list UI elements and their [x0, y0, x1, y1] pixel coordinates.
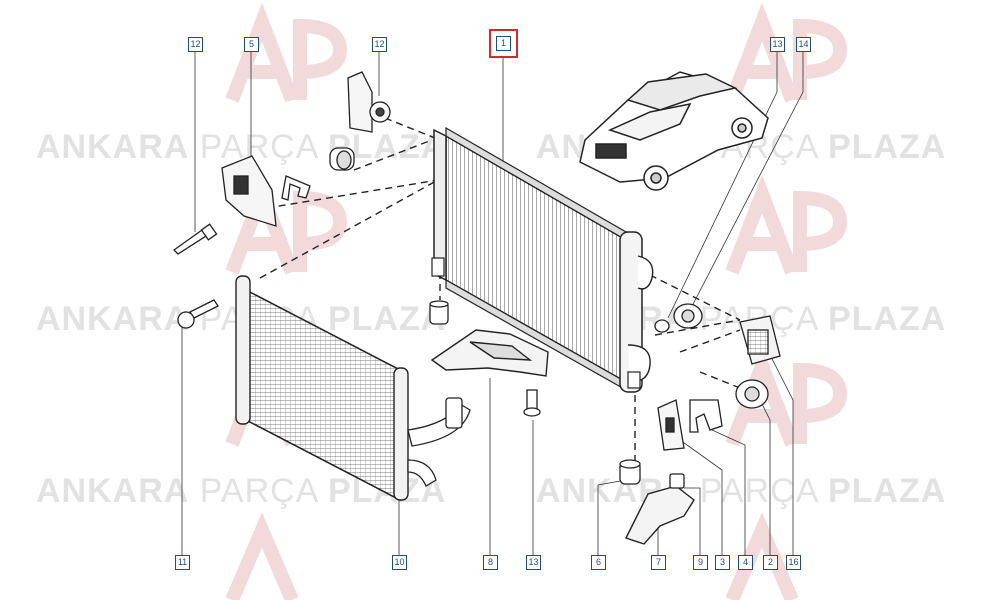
cover-16[interactable]: [739, 315, 781, 365]
callout-12-top[interactable]: 12: [372, 37, 387, 52]
callout-6[interactable]: 6: [591, 555, 606, 570]
bracket-3[interactable]: [657, 399, 685, 451]
clip-upper-left[interactable]: [281, 175, 311, 201]
callout-16[interactable]: 16: [786, 555, 801, 570]
callout-2[interactable]: 2: [763, 555, 778, 570]
watermark-row-1: ANKARA PARÇA PLAZA: [36, 128, 447, 166]
callout-5[interactable]: 5: [244, 37, 259, 52]
bolt-12[interactable]: [172, 223, 218, 255]
callout-10[interactable]: 10: [392, 555, 407, 570]
callout-13-bottom[interactable]: 13: [526, 555, 541, 570]
rubber-bushing-13-top[interactable]: [654, 303, 703, 333]
clip-4[interactable]: [689, 399, 723, 433]
callout-11[interactable]: 11: [175, 555, 190, 570]
radiator-main[interactable]: [431, 126, 654, 393]
condenser[interactable]: [235, 275, 471, 502]
nut-9[interactable]: [669, 473, 685, 489]
watermark-row-3: ANKARA PARÇA PLAZA: [36, 472, 445, 510]
bolt-13-bottom[interactable]: [523, 389, 541, 417]
callout-4[interactable]: 4: [738, 555, 753, 570]
callout-7[interactable]: 7: [651, 555, 666, 570]
bolt-11[interactable]: [177, 299, 219, 329]
bracket-5[interactable]: [221, 155, 277, 227]
bracket-12-top[interactable]: [347, 71, 391, 133]
callout-13-top[interactable]: 13: [770, 37, 785, 52]
bracket-8[interactable]: [430, 329, 549, 377]
rubber-bushing-6[interactable]: [619, 459, 641, 485]
callout-14-top[interactable]: 14: [796, 37, 811, 52]
rubber-bushing-2[interactable]: [735, 379, 769, 409]
callout-3[interactable]: 3: [715, 555, 730, 570]
support-mount[interactable]: [429, 300, 449, 325]
callout-1[interactable]: 1: [489, 29, 518, 58]
callout-8[interactable]: 8: [483, 555, 498, 570]
callout-12-left[interactable]: 12: [188, 37, 203, 52]
rubber-bushing-top[interactable]: [329, 147, 355, 171]
callout-9[interactable]: 9: [693, 555, 708, 570]
car-illustration: [579, 71, 769, 191]
bracket-7[interactable]: [625, 485, 695, 545]
